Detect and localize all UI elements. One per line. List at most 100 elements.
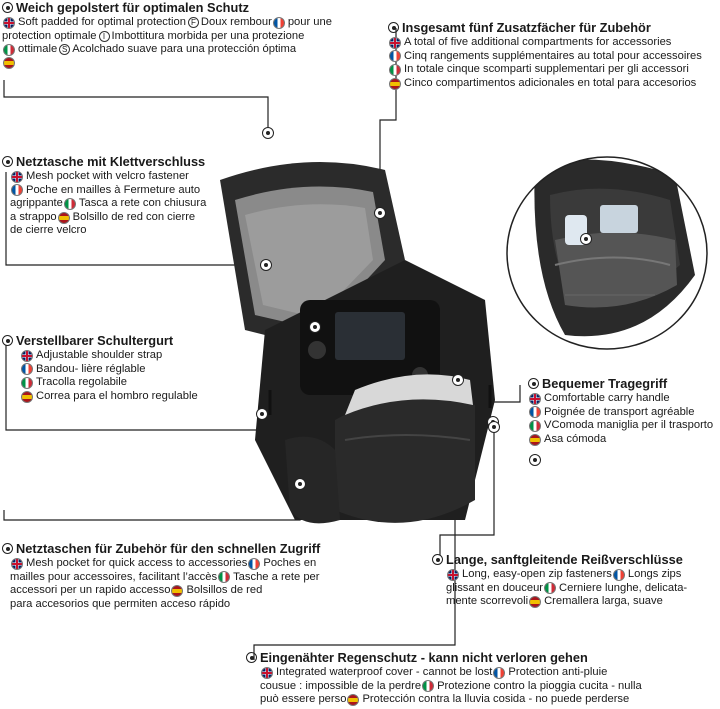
rain-fr-2: cousue : impossible de la perdre — [260, 679, 422, 692]
strap-it: Tracolla regolabile — [36, 376, 127, 389]
handle-fr: Poignée de transport agréable — [544, 405, 695, 418]
meshquick-fr-2: mailles pour accessoires, facilitant l’a… — [10, 570, 218, 583]
zips-it-1: Cerniere lunghe, delicata- — [559, 581, 688, 594]
hotspot-side-pocket[interactable] — [294, 478, 306, 490]
compartments-es: Cinco compartimentos adicionales en tota… — [404, 76, 697, 89]
mesh-fr-1: Poche en mailles à Fermeture auto — [26, 183, 201, 196]
es-flag-icon — [389, 77, 401, 90]
protection-block: Weich gepolstert für optimalen Schutz So… — [2, 0, 362, 69]
mesh-es-2: de cierre velcro — [10, 224, 87, 237]
strap-block: Verstellbarer Schultergurt Adjustable sh… — [2, 333, 242, 403]
es-flag-icon — [347, 693, 360, 706]
bullet-icon — [528, 378, 539, 389]
protection-it-1: Imbottitura morbida per una protezione — [111, 29, 305, 42]
rain-fr-1: Protection anti-pluie — [508, 666, 608, 678]
fr-flag-icon — [21, 363, 33, 376]
zips-fr-1: Longs zips — [627, 568, 682, 580]
bullet-icon — [2, 543, 13, 554]
fr-flag-icon — [248, 557, 261, 570]
rain-es: Protección contra la lluvia cosida - no … — [362, 693, 630, 706]
strap-en: Adjustable shoulder strap — [36, 349, 163, 361]
es-flag-icon — [171, 584, 184, 597]
protection-en: Soft padded for optimal protection — [18, 16, 186, 28]
mesh-fr-2: agrippante — [10, 197, 63, 210]
it-flag-icon — [529, 419, 541, 432]
zips-it-2: mente scorrevoli — [446, 595, 529, 608]
hotspot-compartments[interactable] — [374, 207, 386, 219]
bullet-icon — [246, 652, 257, 663]
hotspot-mesh-pocket[interactable] — [260, 259, 272, 271]
mesh-it-2: a strappo — [10, 210, 57, 223]
es-flag-icon — [529, 433, 541, 446]
bullet-icon — [2, 335, 13, 346]
handle-block: Bequemer Tragegriff Comfortable carry ha… — [528, 376, 720, 446]
mesh-quick-block: Netztaschen für Zubehör für den schnelle… — [2, 541, 347, 611]
uk-flag-icon — [529, 392, 541, 405]
protection-fr-1b: pour une — [287, 16, 332, 28]
uk-flag-icon — [11, 557, 23, 570]
uk-flag-icon — [3, 16, 15, 29]
compartments-it: In totale cinque scomparti supplementari… — [404, 63, 689, 76]
letter-f-icon: F — [187, 17, 199, 29]
meshquick-fr-1: Poches en — [263, 557, 317, 569]
strap-title: Verstellbarer Schultergurt — [16, 333, 174, 348]
it-flag-icon — [218, 571, 231, 584]
it-flag-icon — [21, 376, 33, 389]
hotspot-mesh-pocket-2[interactable] — [309, 321, 321, 333]
handle-title: Bequemer Tragegriff — [542, 376, 668, 391]
hotspot-lid[interactable] — [262, 127, 274, 139]
zips-fr-2: glissant en douceur — [446, 581, 544, 594]
es-flag-icon — [57, 211, 70, 224]
mesh-pocket-block: Netztasche mit Klettverschluss Mesh pock… — [2, 154, 242, 238]
camera-bag-image — [220, 162, 495, 524]
compartments-block: Insgesamt fünf Zusatzfächer für Zubehör … — [388, 20, 718, 90]
letter-i-icon: I — [98, 30, 110, 42]
uk-flag-icon — [389, 36, 401, 49]
rain-it: Protezione contro la pioggia cucita - nu… — [437, 679, 642, 692]
handle-en: Comfortable carry handle — [544, 392, 670, 404]
uk-flag-icon — [21, 349, 33, 362]
compartments-fr: Cinq rangements supplémentaires au total… — [404, 49, 702, 62]
bullet-icon — [2, 2, 13, 13]
bullet-icon — [388, 22, 399, 33]
it-flag-icon — [422, 680, 435, 693]
protection-fr-2: protection optimale — [2, 29, 97, 42]
handle-es: Asa cómoda — [544, 432, 607, 445]
hotspot-strap[interactable] — [256, 408, 268, 420]
meshquick-en: Mesh pocket for quick access to accessor… — [26, 557, 248, 569]
rain-en: Integrated waterproof cover - cannot be … — [276, 666, 493, 678]
hotspot-inset-compartment[interactable] — [580, 233, 592, 245]
bullet-icon — [432, 554, 443, 565]
meshquick-it-1: Tasche a rete per — [233, 570, 320, 583]
mesh-it-1: Tasca a rete con chiusura — [78, 197, 207, 210]
it-flag-icon — [3, 43, 15, 56]
mesh-es-1: Bolsillo de red con cierre — [72, 210, 196, 223]
compartments-title: Insgesamt fünf Zusatzfächer für Zubehör — [402, 20, 651, 35]
rain-title: Eingenähter Regenschutz - kann nicht ver… — [260, 650, 588, 665]
mesh-title: Netztasche mit Klettverschluss — [16, 154, 206, 169]
hotspot-rain-cover[interactable] — [452, 374, 464, 386]
hotspot-handle-end[interactable] — [529, 454, 541, 466]
uk-flag-icon — [261, 666, 273, 679]
compartments-en: A total of five additional compartments … — [404, 36, 672, 48]
uk-flag-icon — [447, 568, 459, 581]
es-flag-icon — [3, 56, 15, 69]
compartment-inset-image — [506, 156, 708, 350]
zips-block: Lange, sanftgleitende Reißverschlüsse Lo… — [432, 552, 720, 609]
mesh-en: Mesh pocket with velcro fastener — [26, 170, 189, 182]
hotspot-zip[interactable] — [488, 421, 500, 433]
protection-fr-1: Doux rembour — [200, 16, 272, 28]
it-flag-icon — [389, 63, 401, 76]
handle-it: VComoda maniglia per il trasporto — [544, 419, 714, 432]
letter-s-icon: S — [59, 44, 71, 56]
protection-es: Acolchado suave para una protección ópti… — [72, 43, 297, 56]
meshquick-es-1: Bolsillos de red — [186, 584, 263, 597]
rain-it-2: può essere perso — [260, 693, 347, 706]
strap-es: Correa para el hombro regulable — [36, 389, 198, 402]
fr-flag-icon — [11, 184, 23, 197]
fr-flag-icon — [493, 666, 506, 679]
zips-en: Long, easy-open zip fasteners — [462, 568, 612, 580]
zips-es: Cremallera larga, suave — [544, 595, 663, 608]
protection-title: Weich gepolstert für optimalen Schutz — [16, 0, 249, 15]
it-flag-icon — [544, 582, 557, 595]
